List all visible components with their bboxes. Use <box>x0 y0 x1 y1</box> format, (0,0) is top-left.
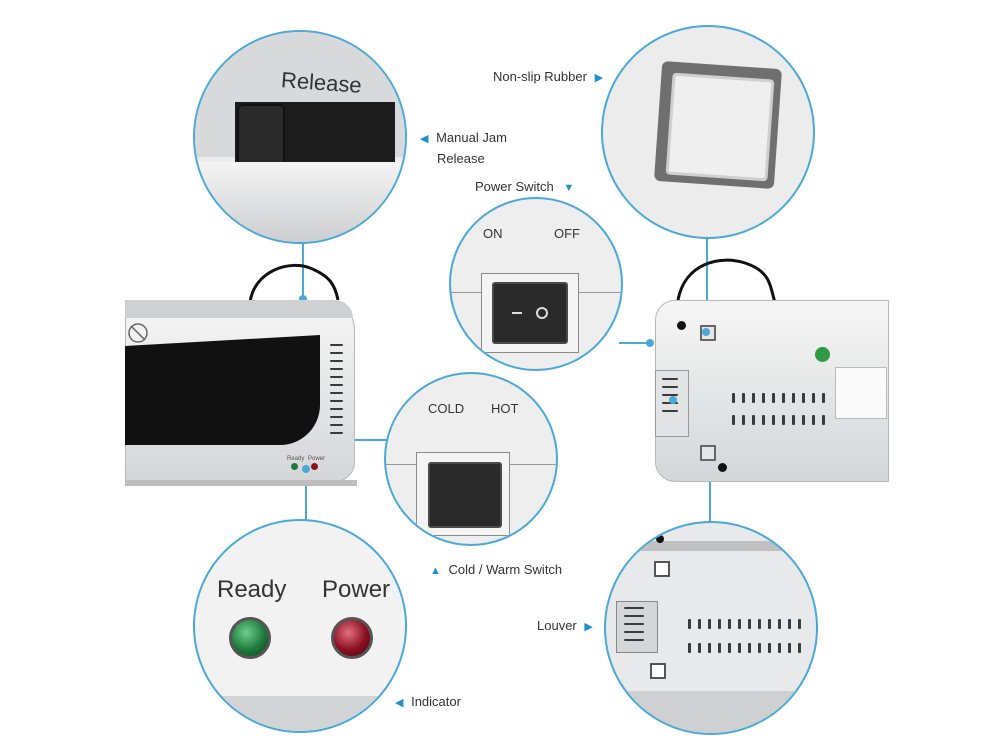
release-lower-body <box>195 162 405 242</box>
triangle-up-icon: ▲ <box>430 565 441 577</box>
triangle-left-icon: ◀ <box>395 697 404 709</box>
louver-foot-2 <box>650 663 666 679</box>
louver-zoom-circle <box>604 521 818 735</box>
power-on-label: ON <box>483 226 503 241</box>
front-base <box>125 480 357 486</box>
indicator-zoom-circle: Ready Power <box>193 519 407 733</box>
coldhot-zoom-circle: COLD HOT <box>384 372 558 546</box>
rocker-switch-icon[interactable] <box>492 282 568 344</box>
back-screw-3 <box>718 463 727 472</box>
cold-label: COLD <box>428 401 465 416</box>
callout-louver: Louver ▶ <box>537 616 593 637</box>
power-switch-zoom-circle: ON OFF <box>449 197 623 371</box>
connector-indicator <box>305 470 307 550</box>
power-switch-text: Power Switch <box>475 179 554 194</box>
release-anchor-dot <box>299 295 307 303</box>
callout-power-switch: Power Switch ▼ <box>475 177 574 198</box>
triangle-right-icon: ▶ <box>584 621 593 633</box>
connector-rubber <box>706 222 708 332</box>
led-icon <box>229 617 271 659</box>
louver-foot-1 <box>654 561 670 577</box>
triangle-down-icon: ▼ <box>563 182 575 194</box>
rubber-zoom-circle <box>601 25 815 239</box>
front-laminator: Ready Power <box>125 260 365 490</box>
triangle-right-icon: ▶ <box>594 72 604 84</box>
power-label: Power <box>322 576 391 603</box>
power-cord-icon <box>676 258 777 304</box>
louver-base <box>606 691 816 733</box>
power-off-label: OFF <box>554 226 580 241</box>
back-screw-1 <box>677 321 686 330</box>
back-laminator <box>646 255 889 490</box>
hot-label: HOT <box>491 401 519 416</box>
indicator-anchor-dot <box>302 465 310 473</box>
rubber-anchor-dot <box>702 328 710 336</box>
manual-jam-line2: Release <box>437 151 485 166</box>
manual-jam-line1: Manual Jam <box>436 130 507 145</box>
callout-cold-warm-switch: ▲ Cold / Warm Switch <box>430 560 562 581</box>
louver-screw <box>656 535 664 543</box>
triangle-left-icon: ◀ <box>420 133 429 145</box>
cold-warm-switch-text: Cold / Warm Switch <box>448 562 563 577</box>
connector-release <box>302 215 304 300</box>
callout-manual-jam-release: ◀ Manual Jam Release <box>420 128 507 169</box>
non-slip-rubber-text: Non-slip Rubber <box>493 69 587 84</box>
rocker-switch-icon[interactable] <box>428 462 502 528</box>
rubber-foot-inner <box>665 72 775 182</box>
back-green-sticker <box>815 347 830 362</box>
no-hand-icon <box>128 323 148 343</box>
connector-power <box>619 342 651 344</box>
front-power-led <box>311 463 318 470</box>
power-anchor-dot <box>646 339 654 347</box>
led-icon <box>331 617 373 659</box>
front-ready-label: Ready <box>287 456 305 462</box>
back-rubber-foot-2 <box>700 445 716 461</box>
louver-top-strip <box>606 541 816 551</box>
back-rating-label <box>835 367 887 419</box>
front-power-label: Power <box>308 456 326 462</box>
ready-label: Ready <box>217 576 287 603</box>
callout-non-slip-rubber: Non-slip Rubber ▶ <box>493 67 603 88</box>
connector-coldhot <box>352 439 387 441</box>
louver-anchor-dot <box>669 396 677 404</box>
power-cord-icon <box>248 263 340 303</box>
front-window <box>125 335 320 445</box>
front-ready-led <box>291 463 298 470</box>
release-text: Release <box>280 67 363 98</box>
callout-indicator: ◀ Indicator <box>395 692 461 713</box>
release-zoom-circle: Release <box>193 30 407 244</box>
indicator-text: Indicator <box>411 694 461 709</box>
louver-text: Louver <box>537 618 577 633</box>
front-top-strip <box>125 300 353 318</box>
indicator-base <box>195 696 405 731</box>
louver-side-panel <box>616 601 658 653</box>
